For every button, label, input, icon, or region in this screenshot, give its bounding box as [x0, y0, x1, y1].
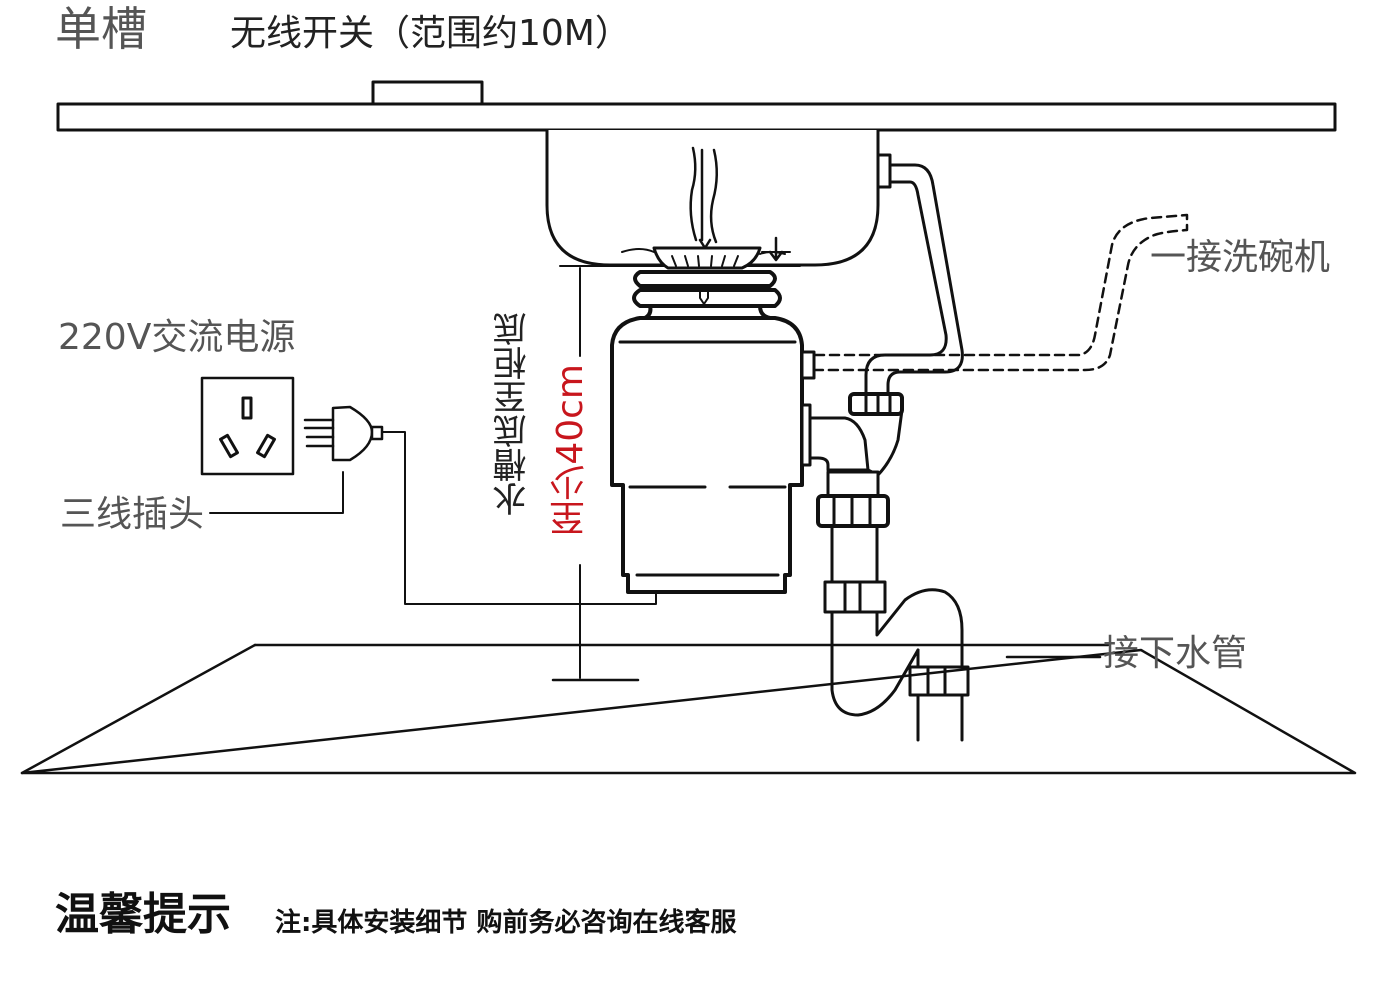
height-requirement-label: 水槽底至柜底 [493, 312, 533, 516]
three-wire-plug-label: 三线插头 [60, 494, 205, 535]
cabinet-floor-top [20, 643, 257, 775]
power-source-label: 220V交流电源 [58, 317, 296, 358]
drain-assembly [808, 392, 904, 528]
power-cord [381, 431, 657, 605]
cabinet-floor [20, 643, 1357, 775]
outlet-icon [200, 376, 295, 476]
water-stream-icon [689, 146, 718, 250]
p-trap-icon [823, 524, 970, 742]
dishwasher-hose-icon [813, 213, 1189, 372]
wireless-switch-label: 无线开关（范围约10M） [230, 13, 631, 54]
sink-type-label: 单槽 [55, 2, 147, 56]
mount-rings [632, 270, 782, 320]
plug-leader-line [209, 471, 344, 514]
wireless-switch-icon [371, 80, 484, 106]
plug-icon [303, 405, 384, 462]
disposer-icon [610, 316, 816, 594]
countertop [56, 102, 1337, 132]
tip-title: 温馨提示 [55, 889, 231, 940]
drain-connection-label: 接下水管 [1103, 633, 1248, 674]
height-requirement-value: 至少40cm [550, 364, 591, 537]
tip-text: 注:具体安装细节 购前务必咨询在线客服 [275, 908, 737, 938]
overflow-hose [864, 153, 964, 394]
sink-flange [621, 236, 791, 270]
height-dimension [551, 267, 640, 682]
dishwasher-connection-label: 一接洗碗机 [1150, 237, 1331, 278]
